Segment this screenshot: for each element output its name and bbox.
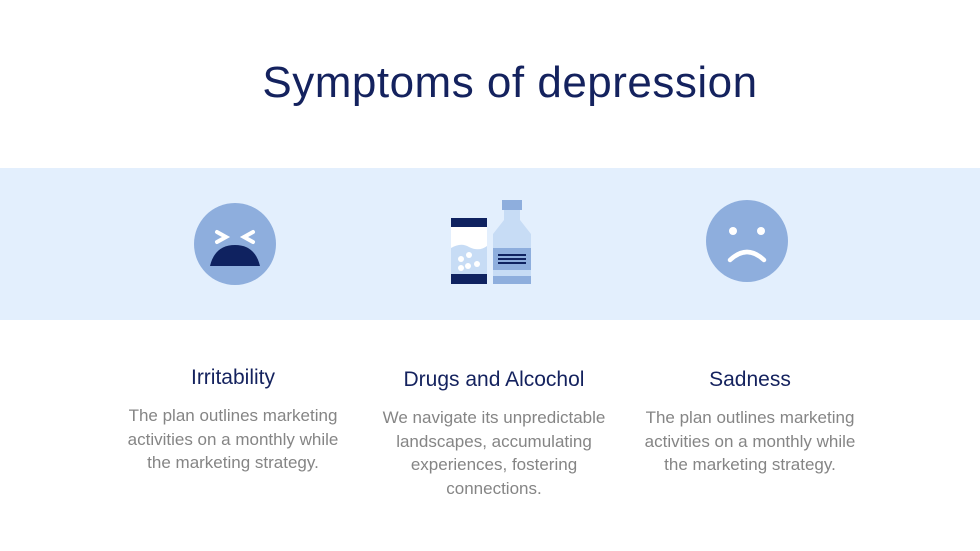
icon-band bbox=[0, 168, 980, 320]
symptom-description: The plan outlines marketing activities o… bbox=[644, 408, 856, 474]
symptom-irritability: Irritability The plan outlines marketing… bbox=[103, 366, 363, 475]
symptom-description: We navigate its unpredictable landscapes… bbox=[382, 408, 606, 498]
symptom-drugs-alcohol: Drugs and Alcochol We navigate its unpre… bbox=[364, 368, 624, 500]
pills-and-bottle-icon bbox=[451, 200, 531, 284]
angry-face-icon bbox=[194, 203, 276, 285]
symptom-heading: Irritability bbox=[190, 366, 275, 389]
symptom-description: The plan outlines marketing activities o… bbox=[127, 406, 339, 472]
symptom-heading: Drugs and Alcochol bbox=[403, 368, 585, 391]
symptom-sadness: Sadness The plan outlines marketing acti… bbox=[620, 368, 880, 477]
sad-face-icon bbox=[706, 200, 788, 282]
page-title: Symptoms of depression bbox=[262, 58, 758, 107]
symptom-heading: Sadness bbox=[709, 368, 791, 391]
